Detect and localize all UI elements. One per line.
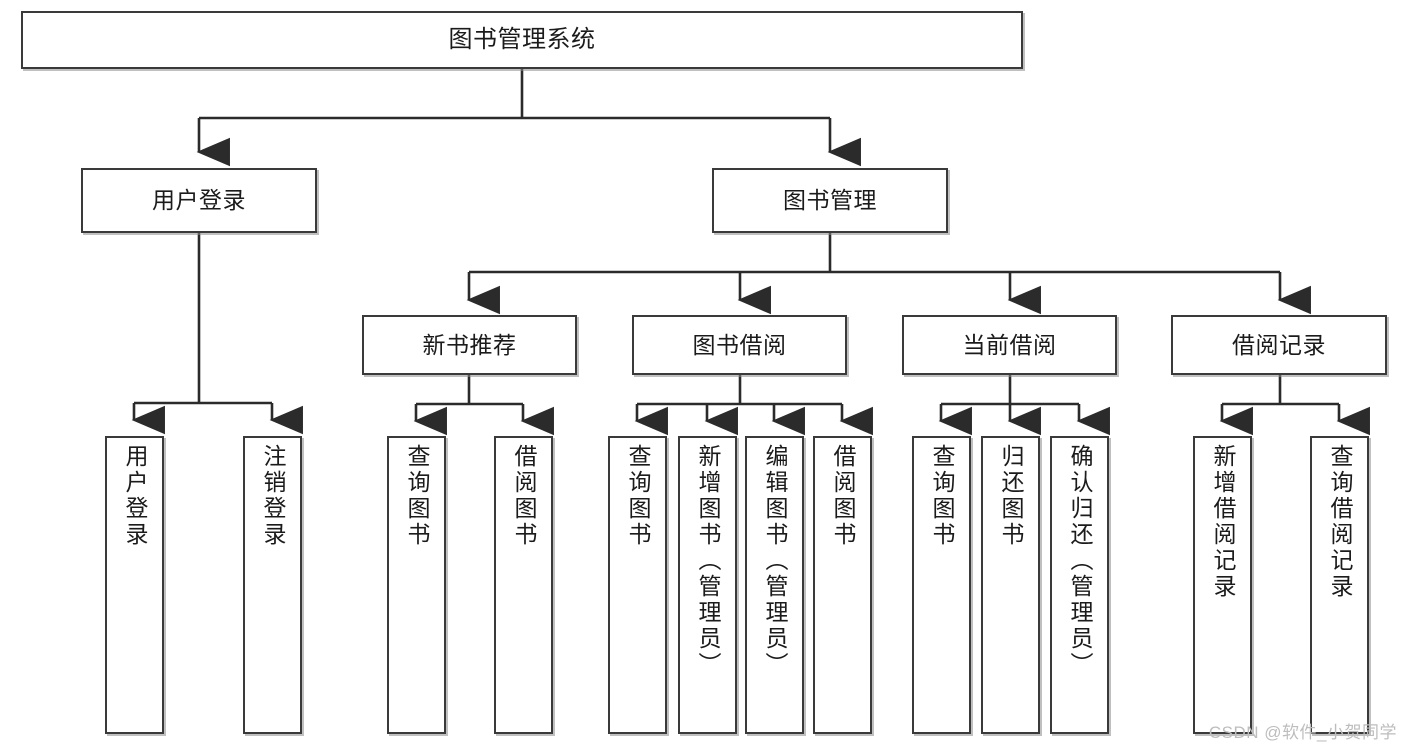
node-user-login-label: 用户登录 (152, 187, 246, 214)
leaf-logout[interactable]: 注销登录 (243, 436, 302, 734)
leaf-query-book-1-label: 查询图书 (404, 444, 430, 548)
node-current-borrow[interactable]: 当前借阅 (902, 315, 1117, 375)
leaf-add-book-label: 新增图书（管理员） (695, 444, 721, 678)
leaf-return-book-label: 归还图书 (998, 444, 1024, 548)
node-book-management[interactable]: 图书管理 (712, 168, 948, 233)
leaf-query-record[interactable]: 查询借阅记录 (1310, 436, 1369, 734)
leaf-user-login-label: 用户登录 (122, 444, 148, 548)
node-book-borrow[interactable]: 图书借阅 (632, 315, 847, 375)
node-book-management-label: 图书管理 (783, 187, 877, 214)
leaf-query-book-3-label: 查询图书 (929, 444, 955, 548)
leaf-add-book[interactable]: 新增图书（管理员） (678, 436, 737, 734)
leaf-borrow-book-1-label: 借阅图书 (511, 444, 537, 548)
leaf-query-book-2-label: 查询图书 (625, 444, 651, 548)
node-current-borrow-label: 当前借阅 (962, 331, 1057, 358)
leaf-confirm-return[interactable]: 确认归还（管理员） (1050, 436, 1109, 734)
node-new-book-recommend-label: 新书推荐 (422, 331, 517, 358)
node-borrow-record-label: 借阅记录 (1232, 331, 1326, 358)
leaf-query-book-1[interactable]: 查询图书 (387, 436, 446, 734)
node-new-book-recommend[interactable]: 新书推荐 (362, 315, 577, 375)
leaf-add-record-label: 新增借阅记录 (1210, 444, 1236, 600)
leaf-add-record[interactable]: 新增借阅记录 (1193, 436, 1252, 734)
leaf-edit-book-label: 编辑图书（管理员） (762, 444, 788, 678)
leaf-query-book-3[interactable]: 查询图书 (912, 436, 971, 734)
leaf-query-record-label: 查询借阅记录 (1327, 444, 1353, 600)
leaf-confirm-return-label: 确认归还（管理员） (1067, 444, 1093, 678)
node-root-system[interactable]: 图书管理系统 (21, 11, 1023, 69)
leaf-query-book-2[interactable]: 查询图书 (608, 436, 667, 734)
leaf-edit-book[interactable]: 编辑图书（管理员） (745, 436, 804, 734)
leaf-return-book[interactable]: 归还图书 (981, 436, 1040, 734)
leaf-user-login[interactable]: 用户登录 (105, 436, 164, 734)
csdn-watermark: CSDN @软件_小贺同学 (1208, 723, 1397, 742)
node-root-label: 图书管理系统 (448, 26, 596, 54)
leaf-borrow-book-2-label: 借阅图书 (830, 444, 856, 548)
leaf-borrow-book-2[interactable]: 借阅图书 (813, 436, 872, 734)
leaf-borrow-book-1[interactable]: 借阅图书 (494, 436, 553, 734)
node-borrow-record[interactable]: 借阅记录 (1171, 315, 1387, 375)
node-user-login[interactable]: 用户登录 (81, 168, 317, 233)
leaf-logout-label: 注销登录 (260, 444, 286, 548)
node-book-borrow-label: 图书借阅 (692, 331, 787, 358)
